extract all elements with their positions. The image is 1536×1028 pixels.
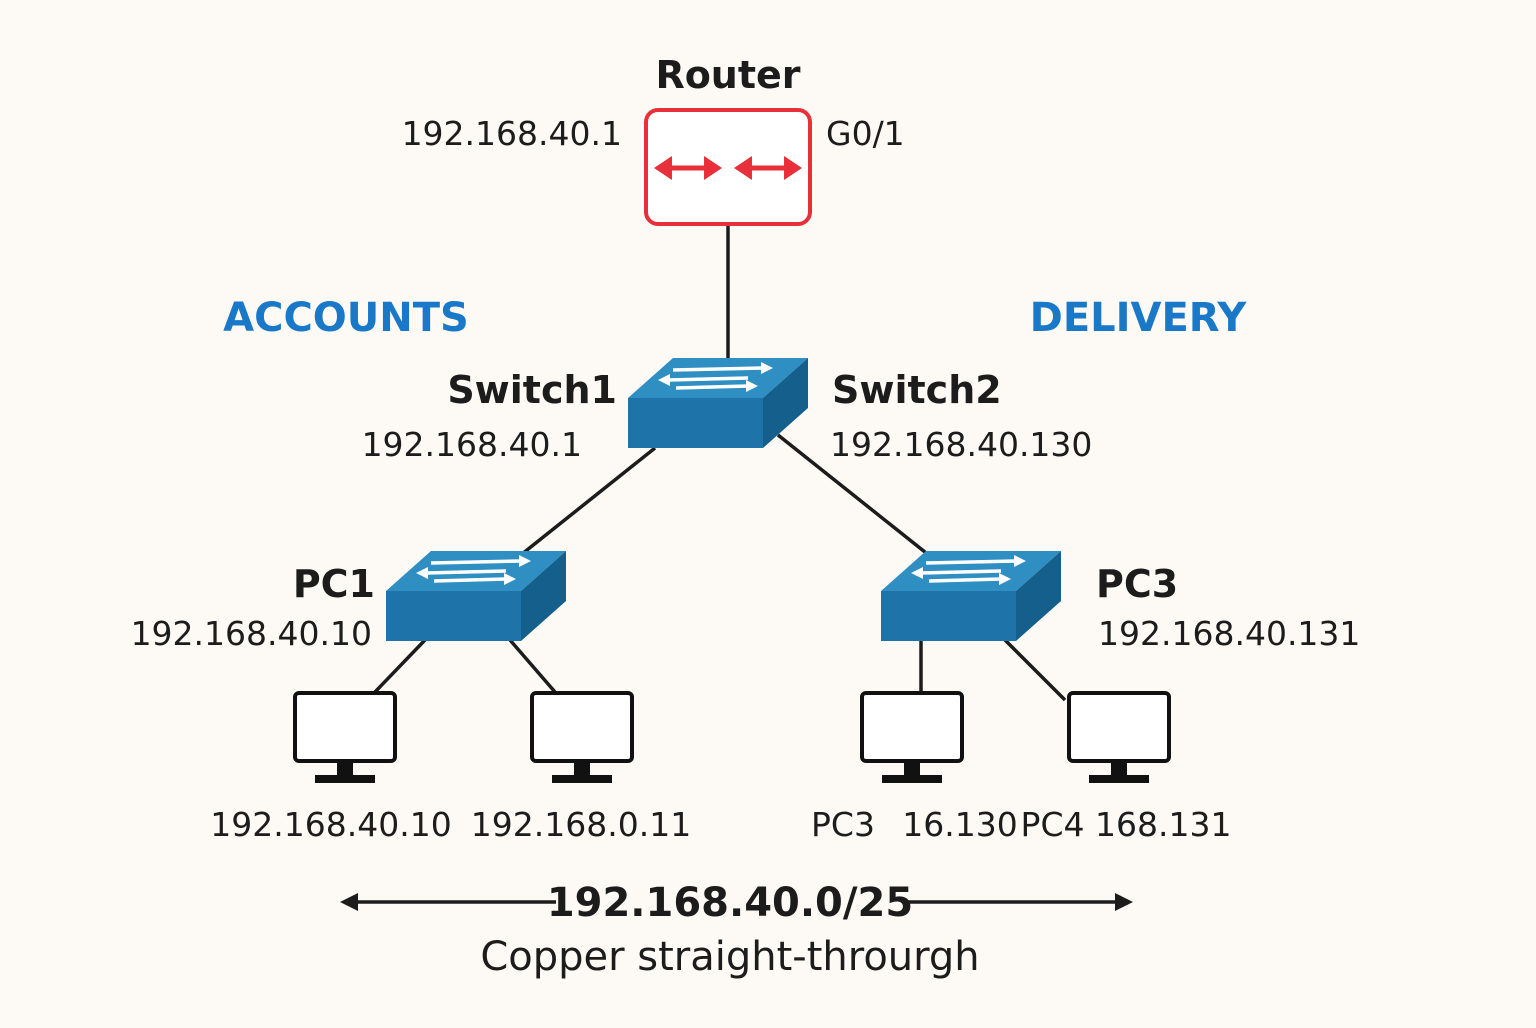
left-switch-name: PC1 bbox=[293, 562, 375, 606]
left-switch-ip: 192.168.40.10 bbox=[131, 614, 372, 653]
router-ip: 192.168.40.1 bbox=[402, 114, 622, 153]
host-label: 16.130 bbox=[902, 805, 1017, 844]
router-interface: G0/1 bbox=[826, 114, 905, 153]
monitor-icon bbox=[293, 691, 397, 785]
host-label: 192.168.0.11 bbox=[471, 805, 691, 844]
switch2-name: Switch2 bbox=[832, 368, 1002, 412]
host-label: PC3 bbox=[811, 805, 875, 844]
router-title: Router bbox=[655, 53, 800, 97]
monitor-icon bbox=[1067, 691, 1171, 785]
subnet-label: 192.168.40.0/25 bbox=[547, 880, 913, 926]
right-switch-ip: 192.168.40.131 bbox=[1098, 614, 1360, 653]
link-left-host1 bbox=[373, 638, 427, 694]
core-switch-icon bbox=[626, 356, 810, 450]
host-label: PC4 168.131 bbox=[1021, 805, 1232, 844]
monitor-icon bbox=[530, 691, 634, 785]
subnet-span-arrows bbox=[340, 893, 1133, 911]
host-label: 192.168.40.10 bbox=[210, 805, 451, 844]
link-left-host2 bbox=[508, 638, 557, 694]
group-label-accounts: ACCOUNTS bbox=[223, 295, 469, 341]
link-core-left bbox=[520, 446, 657, 556]
switch1-ip: 192.168.40.1 bbox=[362, 425, 582, 464]
right-switch-icon bbox=[879, 549, 1063, 643]
link-right-host4 bbox=[1003, 638, 1067, 702]
link-core-right bbox=[776, 433, 942, 566]
cable-type-label: Copper straight-throurgh bbox=[480, 934, 979, 980]
monitor-icon bbox=[860, 691, 964, 785]
switch2-ip: 192.168.40.130 bbox=[830, 425, 1092, 464]
switch1-name: Switch1 bbox=[447, 368, 617, 412]
right-switch-name: PC3 bbox=[1096, 562, 1178, 606]
group-label-delivery: DELIVERY bbox=[1030, 295, 1248, 341]
left-switch-icon bbox=[384, 549, 568, 643]
links bbox=[373, 224, 1067, 702]
router-icon bbox=[644, 108, 812, 226]
